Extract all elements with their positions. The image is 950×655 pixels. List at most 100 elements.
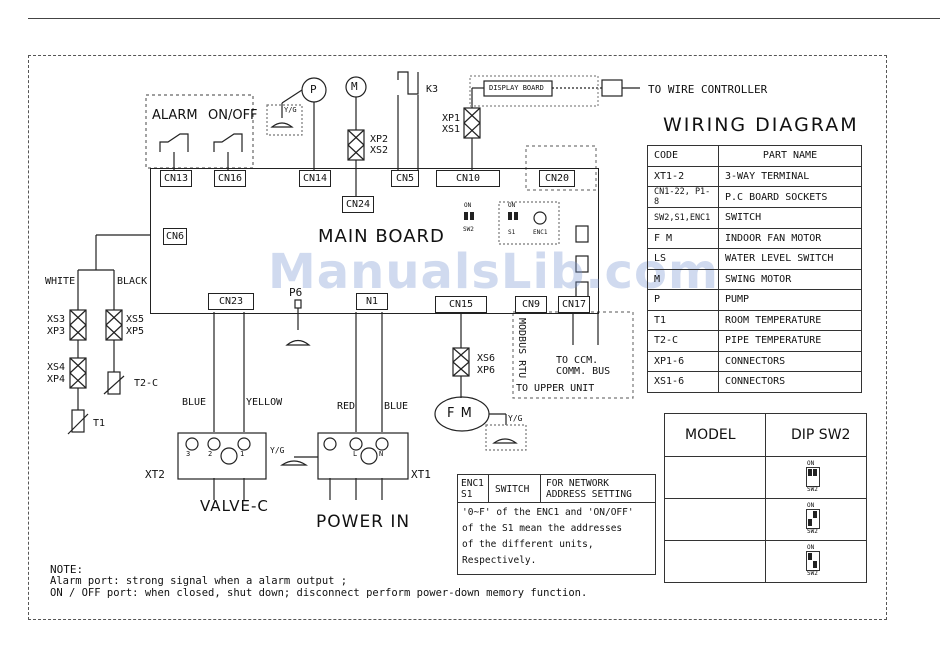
enc-note-line-4: Respectively. bbox=[462, 555, 537, 566]
part-name: P.C BOARD SOCKETS bbox=[718, 186, 862, 208]
t1-label: T1 bbox=[93, 418, 106, 429]
blue-wire-label-2: BLUE bbox=[384, 401, 409, 412]
address-setting-note: ENC1 S1 SWITCH FOR NETWORK ADDRESS SETTI… bbox=[457, 474, 656, 575]
parts-header-code: CODE bbox=[647, 145, 719, 167]
blue-wire-label-1: BLUE bbox=[182, 397, 207, 408]
note-title: NOTE: bbox=[50, 563, 84, 576]
comm-bus-label: COMM. BUS bbox=[556, 366, 611, 377]
enc-col-rule bbox=[488, 475, 489, 502]
dip-on-label: ON bbox=[807, 544, 815, 551]
to-ccm-label: TO CCM. bbox=[556, 355, 599, 366]
enc-header-rule bbox=[458, 502, 655, 503]
pump-label: P bbox=[310, 83, 317, 96]
main-board bbox=[150, 168, 599, 314]
dip-sw2-label: SW2 bbox=[807, 486, 818, 493]
part-code: T1 bbox=[647, 309, 719, 331]
enc-col-rule bbox=[540, 475, 541, 502]
model-table-row-line bbox=[665, 540, 866, 541]
display-board-label: DISPLAY BOARD bbox=[489, 84, 544, 92]
part-name: SWITCH bbox=[718, 207, 862, 229]
xp5-label: XP5 bbox=[126, 326, 145, 337]
enc-header-s1: S1 bbox=[461, 489, 473, 500]
diagram-frame bbox=[28, 55, 887, 620]
part-code: T2-C bbox=[647, 330, 719, 352]
dip-switch-icon bbox=[806, 467, 820, 487]
fm-ground-label: Y/G bbox=[508, 414, 523, 423]
connector-cn23: CN23 bbox=[208, 293, 254, 310]
part-name: CONNECTORS bbox=[718, 350, 862, 372]
parts-header-name: PART NAME bbox=[718, 145, 862, 167]
main-board-label: MAIN BOARD bbox=[318, 226, 445, 247]
sw2-on-label: ON bbox=[464, 202, 472, 209]
dip-sw2-label: SW2 bbox=[807, 570, 818, 577]
xs3-label: XS3 bbox=[47, 314, 66, 325]
k3-label: K3 bbox=[426, 84, 439, 95]
valve-c-label: VALVE-C bbox=[200, 497, 269, 515]
terminal-2-label: 2 bbox=[208, 450, 213, 458]
terminal-1-label: 1 bbox=[240, 450, 245, 458]
note-line-2: ON / OFF port: when closed, shut down; d… bbox=[50, 587, 588, 599]
dip-on-label: ON bbox=[807, 502, 815, 509]
note-line-1: Alarm port: strong signal when a alarm o… bbox=[50, 575, 348, 587]
part-code: F M bbox=[647, 227, 719, 249]
xs5-label: XS5 bbox=[126, 314, 145, 325]
enc1-label: ENC1 bbox=[533, 229, 548, 236]
xt1-label: XT1 bbox=[411, 468, 431, 481]
connector-cn24: CN24 bbox=[342, 196, 374, 213]
part-code: SW2,S1,ENC1 bbox=[647, 207, 719, 229]
part-name: PIPE TEMPERATURE bbox=[718, 330, 862, 352]
watermark: ManualsLib.com bbox=[268, 244, 719, 300]
dip-sw2-column-header: DIP SW2 bbox=[791, 427, 851, 443]
xp2-xs2-label: XP2 XS2 bbox=[370, 134, 389, 156]
connector-cn16: CN16 bbox=[214, 170, 246, 187]
connector-cn6: CN6 bbox=[163, 228, 187, 245]
diagram-title: WIRING DIAGRAM bbox=[663, 114, 859, 136]
xt2-label: XT2 bbox=[145, 468, 165, 481]
connector-cn9: CN9 bbox=[515, 296, 547, 313]
connector-cn17: CN17 bbox=[558, 296, 590, 313]
enc-header-network: FOR NETWORK bbox=[546, 478, 609, 489]
xp3-label: XP3 bbox=[47, 326, 66, 337]
part-name: 3-WAY TERMINAL bbox=[718, 165, 862, 187]
enc-note-line-2: of the S1 mean the addresses bbox=[462, 523, 623, 534]
parts-header-row: CODE PART NAME bbox=[647, 145, 862, 167]
connector-cn15: CN15 bbox=[435, 296, 487, 313]
s1-label: S1 bbox=[508, 229, 516, 236]
white-label: WHITE bbox=[45, 276, 76, 287]
xp1-xs1-label: XP1 XS1 bbox=[442, 113, 461, 135]
connector-n1: N1 bbox=[356, 293, 388, 310]
enc-note-line-3: of the different units, bbox=[462, 539, 594, 550]
connector-cn13: CN13 bbox=[160, 170, 192, 187]
connector-cn5: CN5 bbox=[391, 170, 419, 187]
t2c-label: T2-C bbox=[134, 378, 159, 389]
power-in-label: POWER IN bbox=[316, 512, 411, 532]
part-name: ROOM TEMPERATURE bbox=[718, 309, 862, 331]
connector-cn20: CN20 bbox=[539, 170, 575, 187]
xs6-label: XS6 bbox=[477, 353, 496, 364]
part-name: CONNECTORS bbox=[718, 371, 862, 393]
enc-header-switch: SWITCH bbox=[495, 484, 530, 495]
model-table-row-line bbox=[665, 498, 866, 499]
dip-sw2-label: SW2 bbox=[807, 528, 818, 535]
part-code: P bbox=[647, 289, 719, 311]
part-code: CN1-22, P1-8 bbox=[647, 186, 719, 208]
xp4-label: XP4 bbox=[47, 374, 66, 385]
dip-switch-icon bbox=[806, 509, 820, 529]
part-name: INDOOR FAN MOTOR bbox=[718, 227, 862, 249]
sw2-label: SW2 bbox=[463, 226, 474, 233]
alarm-label: ALARM bbox=[152, 108, 198, 123]
xp6-label: XP6 bbox=[477, 365, 496, 376]
terminal-n-label: N bbox=[379, 450, 384, 458]
black-label: BLACK bbox=[117, 276, 148, 287]
to-upper-unit-label: TO UPPER UNIT bbox=[516, 383, 595, 394]
part-name: WATER LEVEL SWITCH bbox=[718, 248, 862, 270]
